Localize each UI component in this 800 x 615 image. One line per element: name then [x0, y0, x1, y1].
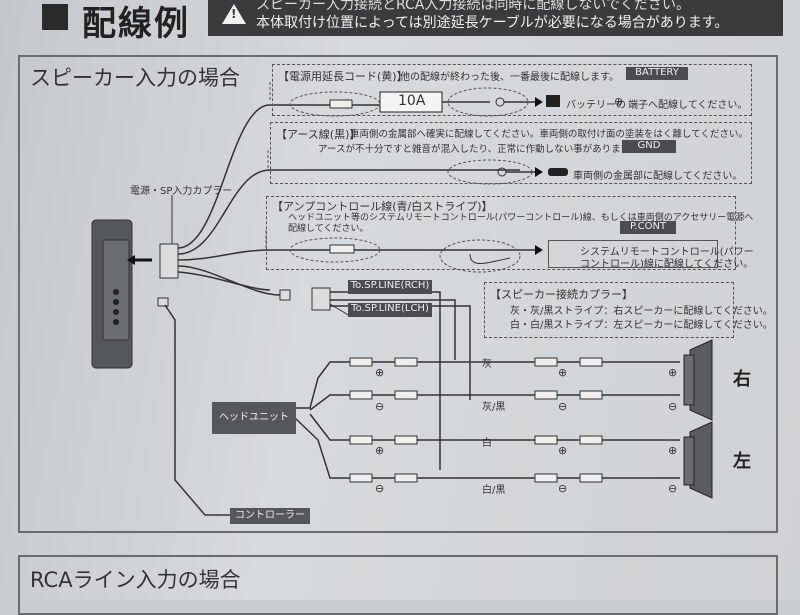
- ground-wire: [177, 169, 520, 255]
- amp-jack-2: [113, 299, 119, 305]
- left-speaker-label: 左: [733, 451, 751, 472]
- fuse-rating: 10A: [398, 93, 426, 109]
- sp-line-coupler: [311, 287, 331, 311]
- minus-symbol: ⊖: [668, 482, 678, 495]
- plus-symbol: ⊕: [558, 444, 568, 457]
- amp-line-1: ヘッドユニット等のシステムリモートコントロール(パワーコントロール)線、もしくは…: [288, 213, 754, 223]
- minus-symbol: ⊖: [558, 400, 568, 413]
- plus-symbol: ⊕: [668, 366, 678, 379]
- head-unit: ヘッドユニット: [212, 402, 296, 434]
- warning-box: ! スピーカー入力接続とRCA入力接続は同時に配線しないでください。 本体取付け…: [208, 0, 783, 36]
- minus-symbol: ⊖: [668, 400, 678, 413]
- amp-line-2: 配線してください。: [288, 224, 369, 234]
- amp-jack-3: [113, 309, 119, 315]
- power-sp-coupler: [159, 243, 179, 279]
- battery-tag: BATTERY: [626, 67, 688, 80]
- sp-line-wire: [177, 265, 281, 296]
- warning-line-2: 本体取付け位置によっては別途延長ケーブルが必要になる場合があります。: [256, 15, 729, 31]
- wire-label-gray: 灰: [482, 359, 492, 370]
- sp-coupler-callout: [484, 282, 734, 338]
- gnd-tag: GND: [622, 140, 676, 153]
- section-title: スピーカー入力の場合: [30, 66, 240, 90]
- warning-line-1: スピーカー入力接続とRCA入力接続は同時に配線しないでください。: [256, 0, 690, 13]
- section-header: 配線例: [42, 0, 192, 44]
- amp-control-callout: [266, 196, 736, 270]
- warning-icon: !: [222, 4, 246, 24]
- sp-line-wire-2: [177, 271, 271, 291]
- page-title: 配線例: [82, 4, 190, 44]
- coupler-label: 電源・SP入力カプラー: [130, 186, 233, 197]
- wire-label-gray-black: 灰/黒: [482, 402, 506, 413]
- plus-symbol: ⊕: [375, 444, 385, 457]
- sp-coupler-heading: 【スピーカー接続カプラー】: [490, 288, 633, 301]
- plus-symbol: ⊕: [375, 366, 385, 379]
- ground-line-1: 車両側の金属部へ確実に配線してください。車両側の取付け面の塗装をはく離してくださ…: [350, 129, 748, 140]
- power-heading: 【電源用延長コード(黄)】: [278, 70, 408, 83]
- ground-line-2: アースが不十分ですと雑音が混入したり、正常に作動しない事があります。: [318, 144, 639, 155]
- amp-control-wire: [177, 249, 540, 261]
- power-callout: [272, 64, 752, 116]
- wiring-diagram: [91, 82, 713, 516]
- section2-title: RCAライン入力の場合: [30, 568, 241, 592]
- amp-jack-4: [113, 319, 119, 325]
- wire-label-white: 白: [482, 438, 492, 449]
- sp-coupler-line-1: 灰・灰/黒ストライプ：右スピーカーに配線してください。: [510, 306, 773, 317]
- ground-dest: 車両側の金属部に配線してください。: [573, 171, 743, 182]
- car-icon: [548, 168, 568, 176]
- controller-jack: [157, 297, 169, 307]
- ground-callout: [270, 122, 752, 184]
- plus-symbol: ⊕: [668, 444, 678, 457]
- right-speaker-label: 右: [733, 369, 751, 390]
- controller: コントローラー: [230, 508, 310, 524]
- battery-icon: [546, 95, 560, 107]
- amp-dest-box: [548, 240, 718, 268]
- minus-symbol: ⊖: [558, 482, 568, 495]
- coupler-arrow-head: [127, 255, 135, 265]
- lch-label: To.SP.LINE(LCH): [348, 303, 432, 317]
- amp-dest-1: システムリモートコントロール(パワー: [580, 247, 754, 258]
- amp-heading: 【アンプコントロール線(青/白ストライプ)】: [272, 200, 493, 213]
- rch-label: To.SP.LINE(RCH): [348, 280, 432, 294]
- minus-symbol: ⊖: [375, 482, 385, 495]
- ground-heading: 【アース線(黒)】: [276, 128, 361, 141]
- amp-dest-2: コントロール)線に配線してください。: [580, 259, 754, 270]
- amp-jack-1: [113, 289, 119, 295]
- plus-symbol: ⊕: [558, 366, 568, 379]
- wire-label-white-black: 白/黒: [482, 485, 506, 496]
- power-wire: [177, 104, 380, 249]
- power-note: 他の配線が終わった後、一番最後に配線します。: [400, 72, 619, 83]
- minus-symbol: ⊖: [375, 400, 385, 413]
- battery-dest-suffix: 端子へ配線してください。: [628, 100, 748, 111]
- header-square-icon: [42, 4, 68, 30]
- battery-plus-symbol: ⊕: [614, 95, 624, 108]
- battery-dest: バッテリーの: [566, 100, 626, 111]
- pcont-tag: P.CONT: [620, 221, 676, 234]
- speaker-input-section: [18, 55, 778, 533]
- sp-coupler-line-2: 白・白/黒ストライプ：左スピーカーに配線してください。: [510, 320, 773, 331]
